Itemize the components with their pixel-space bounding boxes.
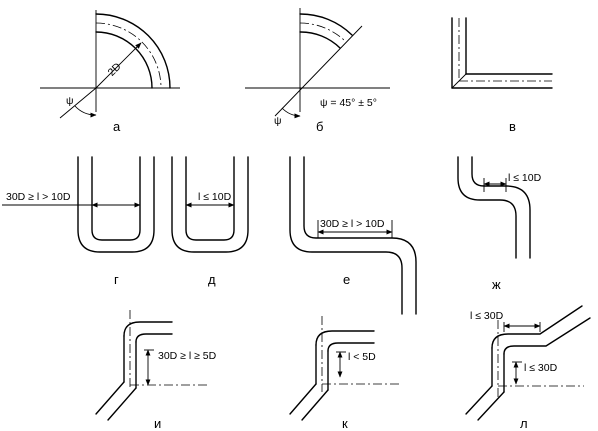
dimension-label: 30D ≥ l ≥ 5D bbox=[158, 350, 217, 362]
panel-label-d: д bbox=[208, 272, 216, 287]
panel-label-i: и bbox=[154, 416, 161, 431]
dimension-label: l < 5D bbox=[348, 351, 376, 363]
panel-label-g: г bbox=[114, 272, 119, 287]
panel-g: 30D ≥ l > 10D г bbox=[2, 156, 155, 287]
panel-i: 30D ≥ l ≥ 5D и bbox=[95, 310, 217, 431]
panel-label-a: а bbox=[113, 119, 121, 134]
panel-l: l ≤ 30D l ≤ 30D л bbox=[465, 305, 591, 431]
angle-psi-label: ψ bbox=[274, 115, 282, 127]
panel-label-b: б bbox=[316, 119, 323, 134]
dimension-label: l ≤ 10D bbox=[508, 172, 542, 184]
dimension-label-side: l ≤ 30D bbox=[524, 362, 558, 374]
panel-k: l < 5D к bbox=[289, 316, 402, 431]
panel-label-v: в bbox=[509, 119, 516, 134]
angle-tolerance-note: ψ = 45° ± 5° bbox=[320, 97, 377, 109]
panel-label-l: л bbox=[520, 416, 528, 431]
panel-e: 30D ≥ l > 10D е bbox=[289, 156, 417, 315]
panel-label-e: е bbox=[343, 272, 350, 287]
panel-a: 2D ψ а bbox=[40, 10, 180, 134]
panel-label-zh: ж bbox=[492, 277, 501, 292]
dimension-label: 30D ≥ l > 10D bbox=[320, 218, 385, 230]
dimension-label-top: l ≤ 30D bbox=[470, 310, 504, 322]
panel-v: в bbox=[451, 17, 553, 134]
panel-d: l ≤ 10D д bbox=[171, 156, 249, 287]
panel-zh: l ≤ 10D ж bbox=[457, 156, 542, 292]
panel-label-k: к bbox=[342, 416, 348, 431]
angle-psi-label: ψ bbox=[66, 95, 74, 107]
dimension-label: 30D ≥ l > 10D bbox=[6, 191, 71, 203]
dimension-label: l ≤ 10D bbox=[198, 191, 232, 203]
panel-b: ψ ψ = 45° ± 5° б bbox=[245, 8, 390, 134]
